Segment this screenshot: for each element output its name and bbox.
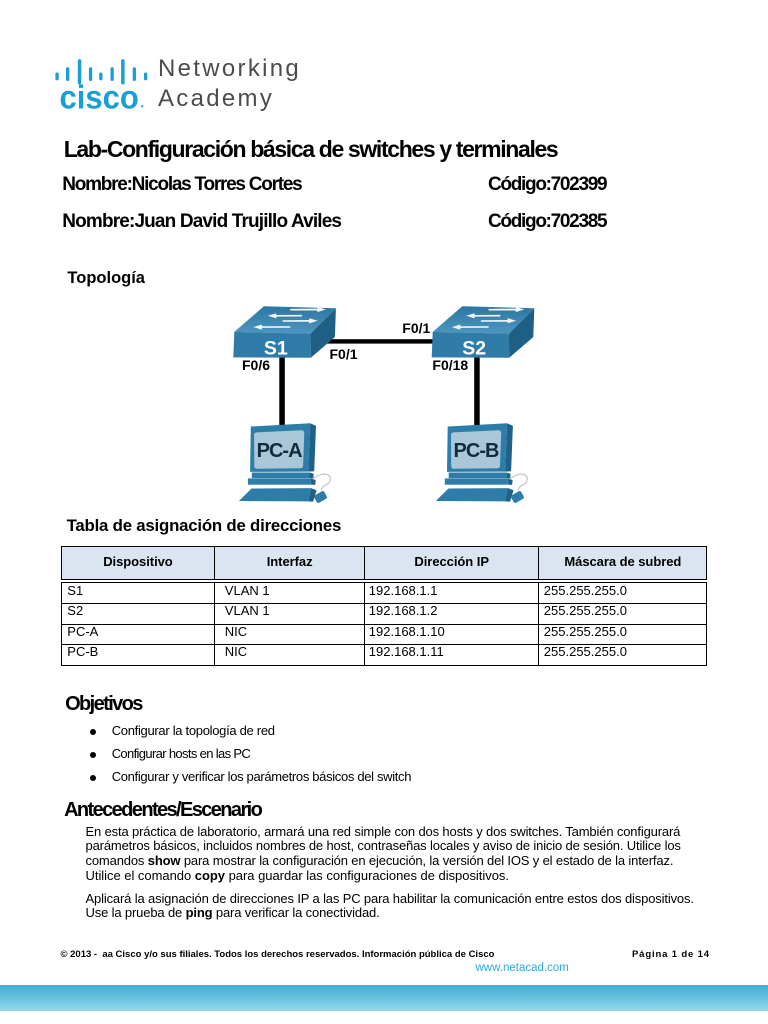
svg-text:PC-A: PC-A — [257, 440, 302, 462]
svg-text:S2: S2 — [462, 337, 486, 359]
svg-text:F0/18: F0/18 — [432, 357, 468, 373]
svg-text:F0/1: F0/1 — [330, 346, 358, 362]
svg-text:S1: S1 — [264, 337, 288, 359]
svg-text:PC-B: PC-B — [454, 440, 499, 462]
svg-text:F0/1: F0/1 — [402, 320, 430, 336]
svg-text:F0/6: F0/6 — [242, 357, 270, 373]
svg-text:cisco: cisco — [60, 79, 139, 116]
